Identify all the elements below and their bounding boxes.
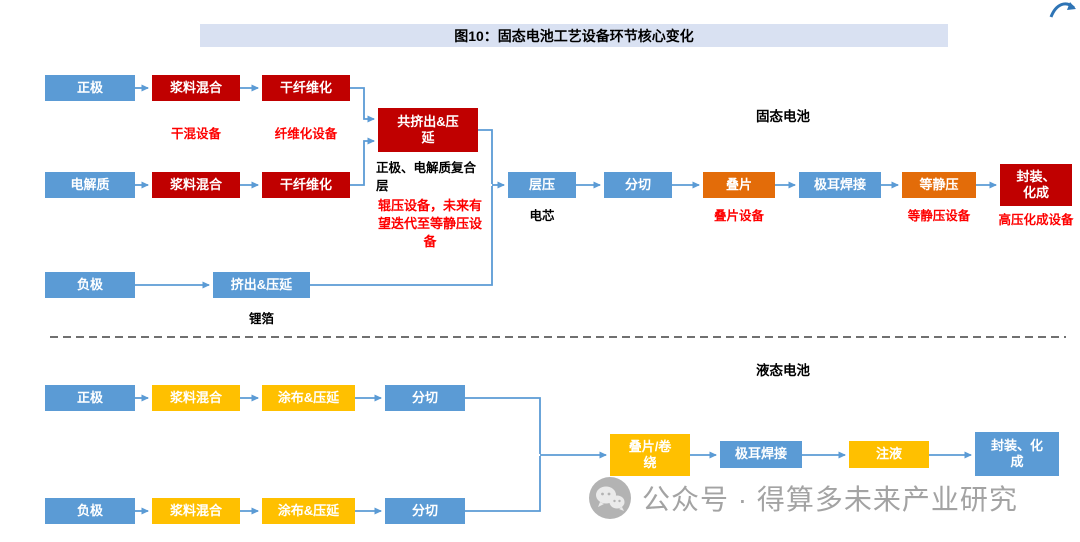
liquid-cathode-slitting-box: 分切 [385, 385, 465, 411]
solid-packaging-formation-box: 封装、化成 [1000, 164, 1072, 206]
liquid-anode-coating-box: 涂布&压延 [262, 498, 355, 524]
composite-layer-note: 正极、电解质复合层 [376, 161, 477, 193]
cell-note: 电芯 [529, 209, 555, 223]
liquid-packaging-formation-box: 封装、化成 [975, 432, 1059, 476]
solid-slitting-box: 分切 [604, 172, 672, 198]
roll-press-note: 辊压设备，未来有望迭代至等静压设备 [377, 198, 482, 250]
anode-extrusion-box: 挤出&压延 [213, 272, 310, 298]
solid-cathode-fiber-box: 干纤维化 [262, 75, 350, 101]
formation-equipment-note: 高压化成设备 [998, 213, 1074, 227]
solid-electrolyte-mix-box: 浆料混合 [152, 172, 240, 198]
wechat-icon [589, 477, 631, 519]
fiberization-equipment-note: 纤维化设备 [274, 127, 338, 141]
liquid-section-label: 液态电池 [756, 363, 810, 378]
stacking-equipment-note: 叠片设备 [713, 209, 764, 223]
stack-wind-box: 叠片/卷绕 [610, 434, 690, 476]
figure-title: 图10：固态电池工艺设备环节核心变化 [200, 24, 948, 47]
corner-arrow-icon [1049, 2, 1076, 18]
stacking-box: 叠片 [703, 172, 775, 198]
liquid-anode-lane: 负极 [45, 498, 135, 524]
watermark: 公众号 · 得算多未来产业研究 [588, 476, 1018, 520]
solid-anode-lane: 负极 [45, 272, 135, 298]
solid-electrolyte-fiber-box: 干纤维化 [262, 172, 350, 198]
isostatic-press-box: 等静压 [902, 172, 976, 198]
isostatic-equipment-note: 等静压设备 [907, 209, 971, 223]
liquid-cathode-coating-box: 涂布&压延 [262, 385, 355, 411]
coextrusion-calendering-box: 共挤出&压延 [378, 108, 478, 152]
solid-electrolyte-lane: 电解质 [45, 172, 135, 198]
solid-section-label: 固态电池 [756, 109, 810, 124]
watermark-text: 公众号 · 得算多未来产业研究 [642, 484, 1018, 515]
dry-mix-equipment-note: 干混设备 [170, 127, 221, 141]
injection-box: 注液 [849, 441, 929, 468]
liquid-anode-slitting-box: 分切 [385, 498, 465, 524]
liquid-anode-mix-box: 浆料混合 [152, 498, 240, 524]
lithium-foil-note: 锂箔 [248, 312, 274, 326]
lamination-box: 层压 [508, 172, 576, 198]
liquid-tab-welding-box: 极耳焊接 [720, 441, 802, 468]
solid-cathode-mix-box: 浆料混合 [152, 75, 240, 101]
liquid-cathode-mix-box: 浆料混合 [152, 385, 240, 411]
liquid-cathode-lane: 正极 [45, 385, 135, 411]
solid-cathode-lane: 正极 [45, 75, 135, 101]
solid-tab-welding-box: 极耳焊接 [799, 172, 881, 198]
